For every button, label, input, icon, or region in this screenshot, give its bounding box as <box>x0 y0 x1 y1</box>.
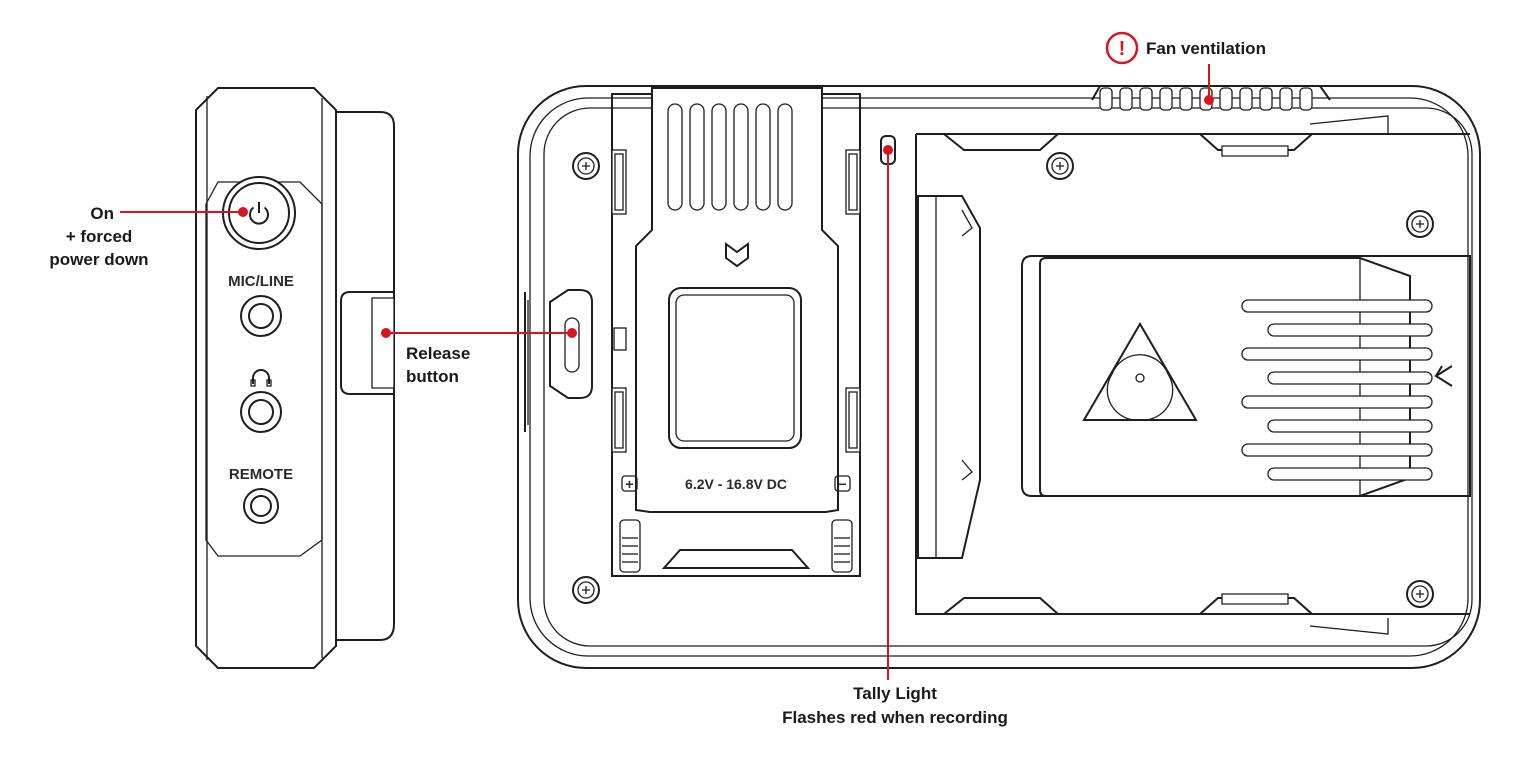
vent-slot <box>1119 87 1133 111</box>
release-callout: Release button <box>381 328 577 386</box>
vent-slot <box>1179 87 1193 111</box>
minus-terminal: − <box>834 475 851 492</box>
remote-jack[interactable] <box>243 488 279 524</box>
screw <box>572 576 600 604</box>
power-label-line2: + forced <box>66 227 133 246</box>
side-view: MIC/LINE REMOTE <box>195 87 395 669</box>
svg-text:+: + <box>625 476 633 492</box>
power-callout: On + forced power down <box>49 204 248 269</box>
release-button[interactable] <box>340 291 395 395</box>
plate-slot <box>1267 467 1433 481</box>
voltage-label: 6.2V - 16.8V DC <box>685 476 787 492</box>
plate-slot <box>1267 371 1433 385</box>
vent-slot <box>1139 87 1153 111</box>
plate-rib <box>733 103 749 211</box>
plate-slot <box>1241 299 1433 313</box>
svg-text:−: − <box>838 476 846 492</box>
tally-label-line2: Flashes red when recording <box>782 708 1008 727</box>
svg-text:!: ! <box>1119 38 1126 60</box>
screw <box>1046 152 1074 180</box>
vent-slot <box>1159 87 1173 111</box>
mic-line-jack[interactable] <box>240 295 282 337</box>
plate-rib <box>777 103 793 211</box>
plate-slot <box>1241 443 1433 457</box>
release-label-line1: Release <box>406 344 470 363</box>
power-icon <box>249 202 269 225</box>
plate-clip <box>619 519 641 573</box>
plate-slot <box>1267 419 1433 433</box>
plus-terminal: + <box>621 475 638 492</box>
screw <box>1406 210 1434 238</box>
plate-clip <box>831 519 853 573</box>
plate-clip <box>845 149 861 215</box>
plate-clip <box>611 149 627 215</box>
vent-slot <box>1259 87 1273 111</box>
screw <box>1406 580 1434 608</box>
tally-callout: Tally Light Flashes red when recording <box>782 145 1008 727</box>
plate-slot <box>1241 347 1433 361</box>
screw <box>572 152 1434 608</box>
fan-label: Fan ventilation <box>1146 39 1266 58</box>
remote-label: REMOTE <box>229 466 293 483</box>
back-view: 6.2V - 16.8V DC + − <box>517 85 1481 669</box>
screw <box>572 152 600 180</box>
vent-slot <box>1239 87 1253 111</box>
vent-slot <box>1299 87 1313 111</box>
headphones-icon <box>250 369 272 387</box>
plate-clip <box>611 387 627 453</box>
mic-line-label: MIC/LINE <box>228 273 294 290</box>
vent-slot <box>1279 87 1293 111</box>
warning-icon: ! <box>1105 31 1139 65</box>
vent-slot <box>1099 87 1113 111</box>
tally-label-line1: Tally Light <box>853 684 937 703</box>
fan-callout: ! Fan ventilation <box>1105 31 1266 105</box>
plate-rib <box>667 103 683 211</box>
vent-slot <box>1219 87 1233 111</box>
atomos-logo <box>1082 322 1198 421</box>
power-label-line3: power down <box>49 250 148 269</box>
release-label-line2: button <box>406 367 459 386</box>
headphone-jack[interactable] <box>240 391 282 433</box>
plate-rib <box>755 103 771 211</box>
plate-rib <box>689 103 705 211</box>
plate-slot <box>1267 323 1433 337</box>
plate-slot <box>1241 395 1433 409</box>
power-label-line1: On <box>90 204 114 223</box>
plate-clip <box>845 387 861 453</box>
plate-rib <box>711 103 727 211</box>
